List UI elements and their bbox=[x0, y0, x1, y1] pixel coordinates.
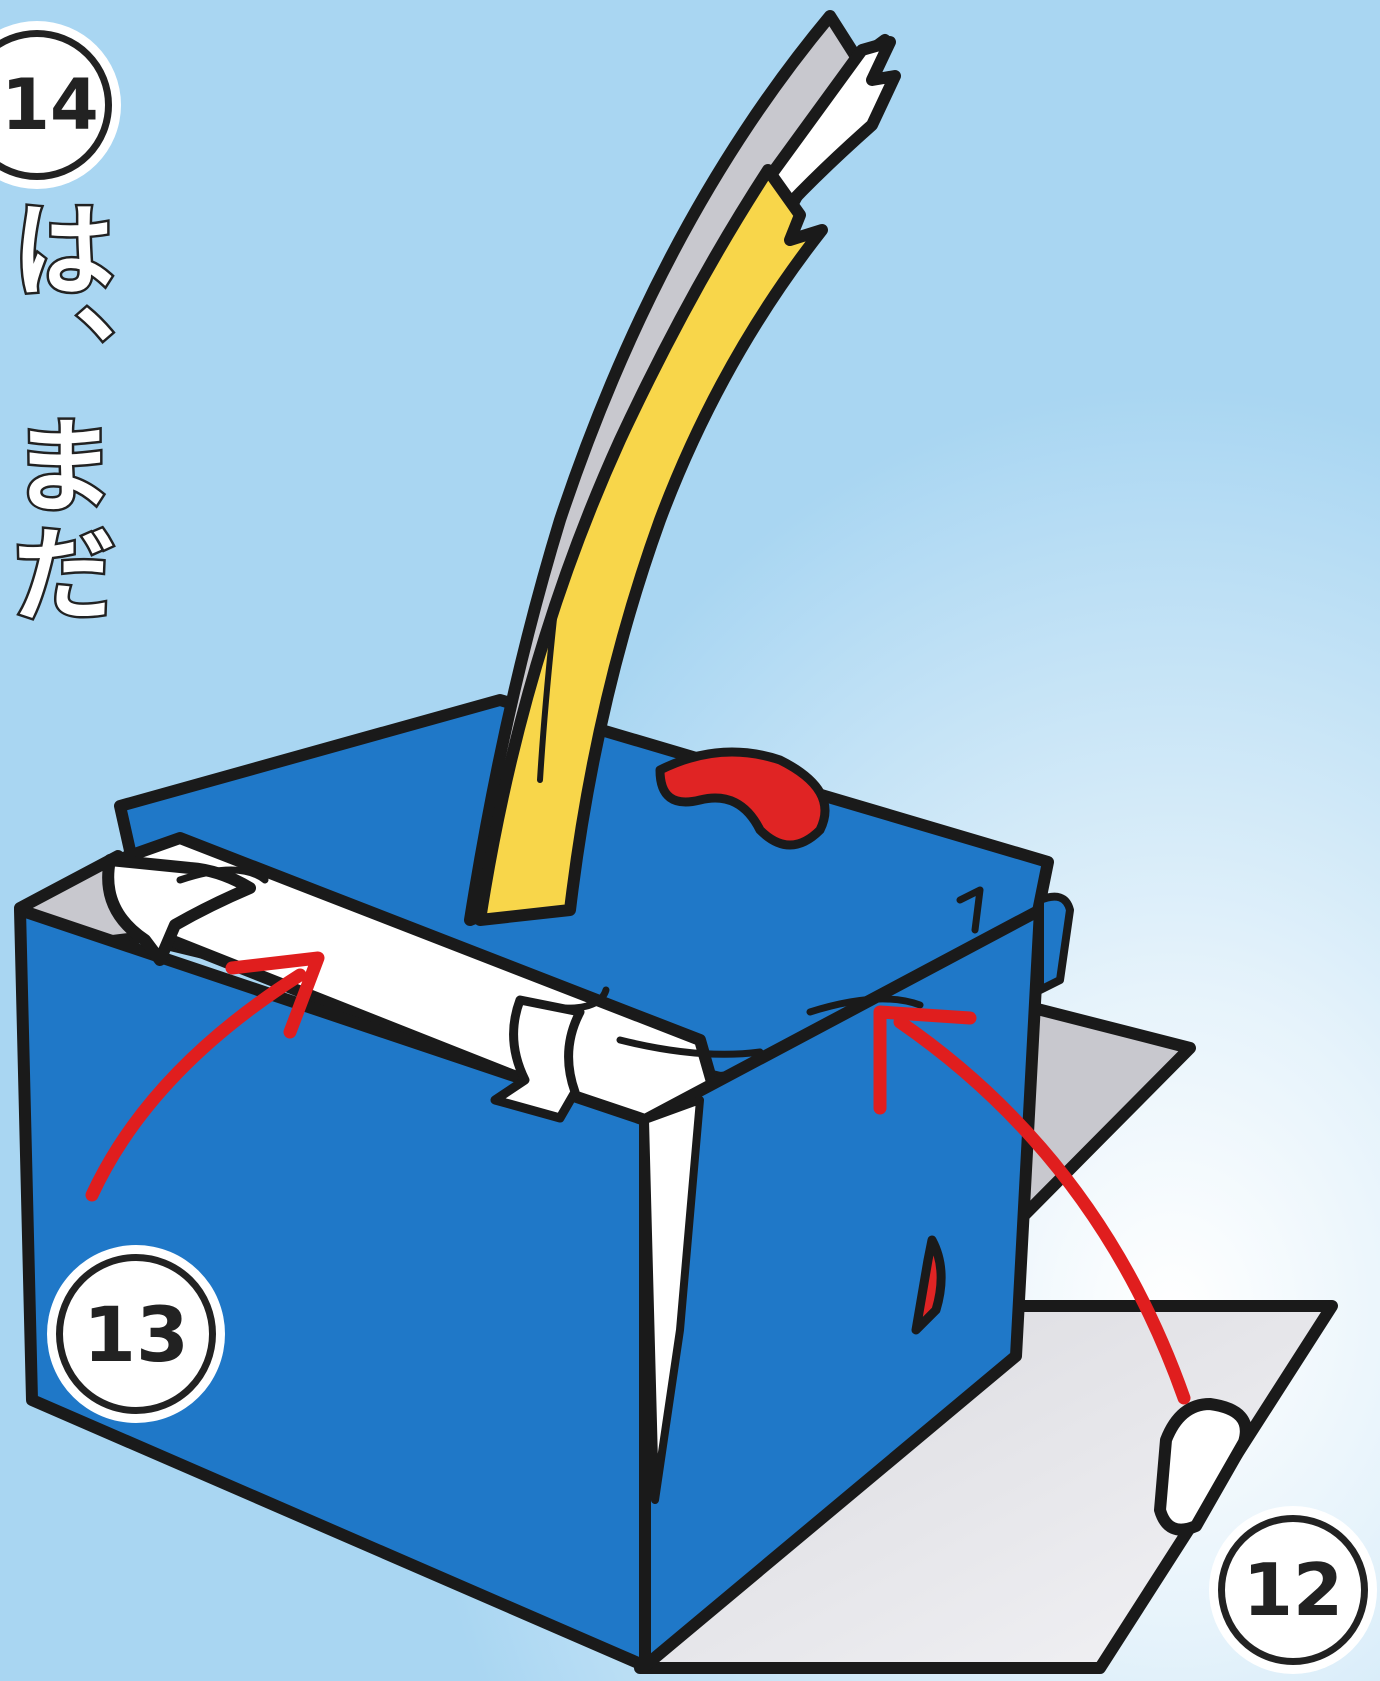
red-ribbon bbox=[655, 747, 946, 1335]
paper-box-icon bbox=[14, 694, 1074, 1672]
step-13-badge: 13 bbox=[56, 1254, 216, 1414]
curved-arrow-icon bbox=[85, 951, 325, 1202]
yellow-flag-icon bbox=[464, 10, 901, 926]
instruction-text: は、まだ bbox=[0, 194, 118, 631]
step-12-badge: 12 bbox=[1218, 1515, 1368, 1665]
curved-arrow-icon bbox=[873, 1005, 1191, 1405]
